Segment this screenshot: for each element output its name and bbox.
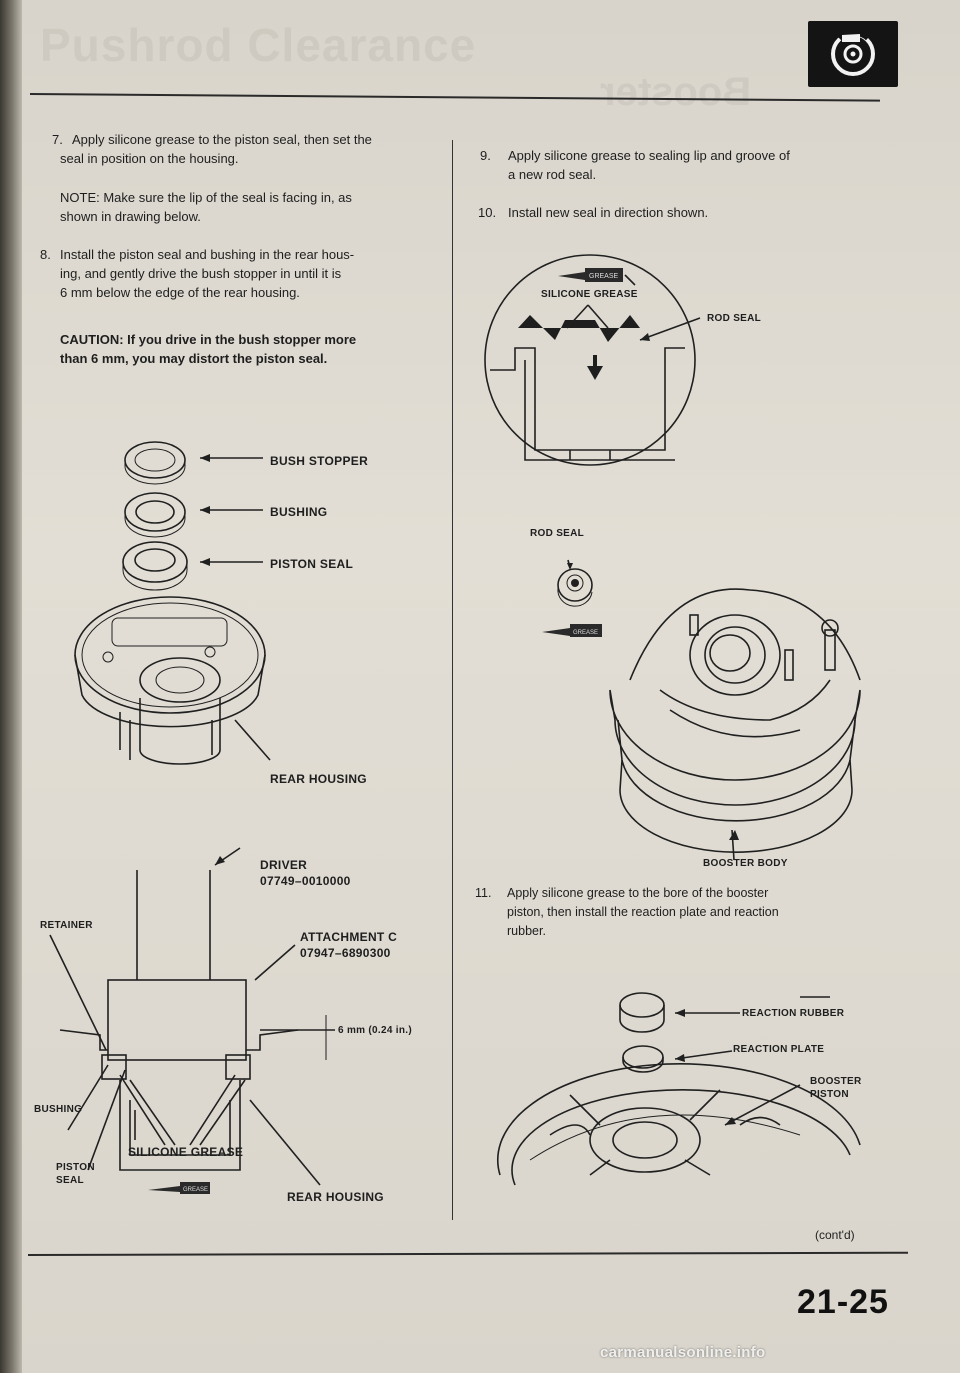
step-9-line2: a new rod seal. xyxy=(508,167,597,182)
note-block: NOTE: Make sure the lip of the seal is f… xyxy=(60,188,440,226)
label-piston-seal: PISTON SEAL xyxy=(270,557,354,571)
label-attachment: ATTACHMENT C xyxy=(300,930,398,944)
reaction-rubber-part xyxy=(619,992,665,1033)
exploded-housing-figure xyxy=(74,441,271,765)
reaction-parts-figure xyxy=(497,992,861,1186)
column-divider xyxy=(452,140,453,1220)
grease-tube-text: GREASE xyxy=(589,273,619,280)
caution-line1: CAUTION: If you drive in the bush stoppe… xyxy=(60,332,357,347)
step-8-number: 8. xyxy=(40,247,51,262)
step-11-number: 11. xyxy=(475,886,492,900)
continued-label: (cont'd) xyxy=(815,1228,855,1242)
ghost-title: Pushrod Clearance xyxy=(40,19,477,71)
grease-tube-text: GREASE xyxy=(183,1187,208,1193)
page-binding xyxy=(0,0,22,1373)
label-rod-seal: ROD SEAL xyxy=(707,313,762,324)
label-retainer: RETAINER xyxy=(40,920,93,931)
note-line1: NOTE: Make sure the lip of the seal is f… xyxy=(60,190,352,205)
step-11-line1: Apply silicone grease to the bore of the… xyxy=(507,886,769,900)
label-bushing-2: BUSHING xyxy=(34,1104,83,1115)
label-silicone-grease-left: SILICONE GREASE xyxy=(128,1145,244,1159)
grease-tube-icon: GREASE xyxy=(558,268,623,282)
label-dimension: 6 mm (0.24 in.) xyxy=(338,1025,412,1036)
label-silicone-grease-right: SILICONE GREASE xyxy=(541,289,638,300)
label-reaction-rubber: REACTION RUBBER xyxy=(742,1008,845,1019)
step-10-line1: Install new seal in direction shown. xyxy=(508,205,709,220)
driver-installation-figure: GREASE xyxy=(49,847,335,1194)
label-rear-housing-2: REAR HOUSING xyxy=(287,1190,384,1204)
booster-piston-part xyxy=(497,1063,861,1186)
label-reaction-plate: REACTION PLATE xyxy=(733,1044,825,1055)
step-11: 11. Apply silicone grease to the bore of … xyxy=(475,884,875,941)
step-7-line2: seal in position on the housing. xyxy=(60,151,239,166)
step-7-number: 7. xyxy=(52,132,63,147)
step-7: 7. Apply silicone grease to the piston se… xyxy=(52,130,432,168)
rod-seal-part xyxy=(557,568,593,607)
step-7-line1: Apply silicone grease to the piston seal… xyxy=(72,132,372,147)
label-driver: DRIVER xyxy=(260,858,308,872)
piston-seal-part xyxy=(122,541,188,591)
page-number: 21-25 xyxy=(797,1283,889,1321)
label-piston-seal-2a: PISTON xyxy=(56,1162,95,1173)
label-booster-piston-2: PISTON xyxy=(810,1089,849,1100)
step-10-number: 10. xyxy=(478,205,497,220)
grease-tube-text: GREASE xyxy=(573,630,598,636)
label-rod-seal-2: ROD SEAL xyxy=(530,528,585,539)
step-11-line3: rubber. xyxy=(507,924,546,938)
step-8-line2: ing, and gently drive the bush stopper i… xyxy=(60,266,342,281)
label-bushing: BUSHING xyxy=(270,505,328,519)
footer-rule xyxy=(27,1251,908,1256)
rear-housing-part xyxy=(74,596,266,765)
label-booster-body: BOOSTER BODY xyxy=(703,858,788,869)
caution-block: CAUTION: If you drive in the bush stoppe… xyxy=(60,330,440,368)
step-8-line1: Install the piston seal and bushing in t… xyxy=(60,247,355,262)
note-line2: shown in drawing below. xyxy=(60,209,201,224)
label-rear-housing: REAR HOUSING xyxy=(270,772,367,786)
label-driver-pn: 07749–0010000 xyxy=(260,874,351,888)
header-rule xyxy=(29,93,880,102)
grease-tube-icon: GREASE xyxy=(542,624,602,637)
label-attachment-pn: 07947–6890300 xyxy=(300,946,391,960)
booster-body-part xyxy=(609,588,861,853)
step-8: 8. Install the piston seal and bushing in… xyxy=(40,245,430,302)
ghost-title-right: Booster xyxy=(600,70,752,114)
label-bush-stopper: BUSH STOPPER xyxy=(270,454,369,468)
grease-tube-icon: GREASE xyxy=(148,1182,210,1194)
step-10: 10. Install new seal in direction shown. xyxy=(478,203,878,222)
step-9-number: 9. xyxy=(480,148,491,163)
bush-stopper-part xyxy=(124,441,186,485)
brake-disc-icon xyxy=(808,21,898,87)
step-11-line2: piston, then install the reaction plate … xyxy=(507,905,779,919)
step-9-line1: Apply silicone grease to sealing lip and… xyxy=(508,148,790,163)
label-booster-piston-1: BOOSTER xyxy=(810,1076,862,1087)
caution-line2: than 6 mm, you may distort the piston se… xyxy=(60,351,328,366)
step-8-line3: 6 mm below the edge of the rear housing. xyxy=(60,285,300,300)
step-9: 9. Apply silicone grease to sealing lip a… xyxy=(480,146,880,184)
rod-seal-figure: GREASE GREASE xyxy=(484,254,861,861)
watermark: carmanualsonline.info xyxy=(600,1344,766,1361)
bushing-part xyxy=(124,492,186,538)
label-piston-seal-2b: SEAL xyxy=(56,1175,84,1186)
